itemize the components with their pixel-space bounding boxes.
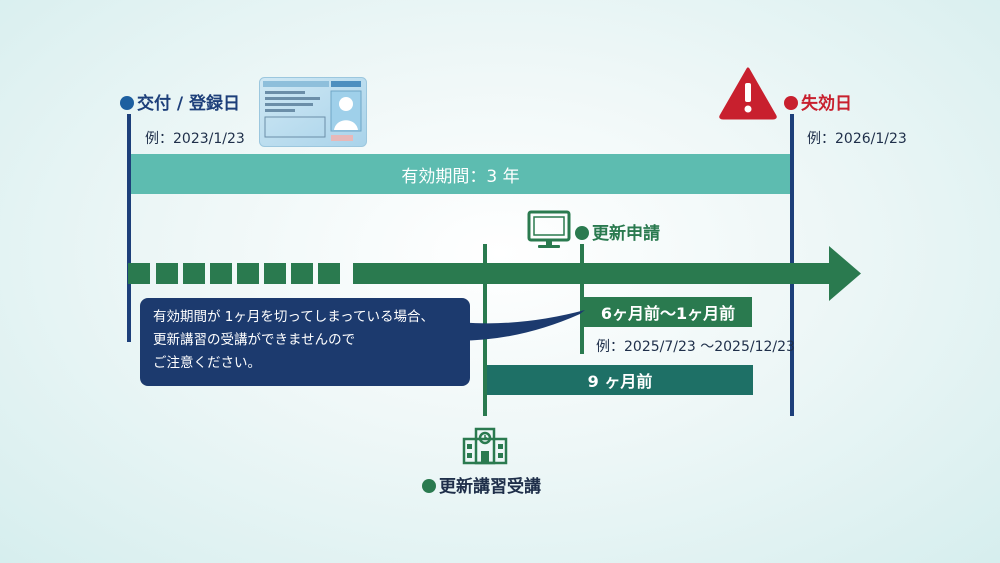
validity-period-label: 有効期間：3 年	[401, 166, 520, 187]
timeline-dash	[237, 263, 259, 284]
six-month-example: 例：2025/7/23 〜2025/12/23	[596, 339, 795, 355]
application-line	[580, 244, 584, 354]
issue-date-label: 交付 / 登録日	[120, 89, 240, 114]
validity-period-bar: 有効期間：3 年	[131, 154, 790, 194]
notice-connector	[440, 300, 590, 350]
school-icon	[462, 425, 508, 465]
notice-line: 更新講習の受講ができませんので	[153, 332, 356, 348]
timeline-dash	[210, 263, 232, 284]
warning-icon	[718, 66, 778, 120]
expiry-date-label: 失効日	[784, 89, 852, 114]
course-dot-icon	[422, 479, 436, 493]
license-card-icon	[259, 77, 367, 147]
nine-month-label: 9 ヶ月前	[587, 372, 653, 391]
renewal-course-label: 更新講習受講	[422, 472, 541, 497]
timeline-arrow	[353, 244, 863, 304]
notice-box: 有効期間が 1ヶ月を切ってしまっている場合、 更新講習の受講ができませんので ご…	[140, 298, 470, 386]
issue-date-example: 例：2023/1/23	[145, 131, 245, 147]
renewal-dot-icon	[575, 226, 589, 240]
timeline-dash	[264, 263, 286, 284]
issue-dot-icon	[120, 96, 134, 110]
renewal-application-text: 更新申請	[592, 224, 660, 244]
issue-date-line	[127, 114, 131, 342]
expiry-date-example: 例：2026/1/23	[807, 131, 907, 147]
monitor-icon	[527, 210, 571, 250]
notice-line: 有効期間が 1ヶ月を切ってしまっている場合、	[153, 309, 434, 325]
timeline-dash	[183, 263, 205, 284]
six-month-bar: 6ヶ月前〜1ヶ月前	[584, 297, 752, 327]
nine-month-bar: 9 ヶ月前	[487, 365, 753, 395]
timeline-dash	[156, 263, 178, 284]
timeline-dash	[128, 263, 150, 284]
timeline-dash	[291, 263, 313, 284]
issue-date-text: 交付 / 登録日	[137, 94, 241, 114]
renewal-application-label: 更新申請	[575, 219, 660, 244]
six-month-label: 6ヶ月前〜1ヶ月前	[600, 304, 736, 323]
expiry-dot-icon	[784, 96, 798, 110]
expiry-date-text: 失効日	[801, 94, 852, 114]
renewal-course-text: 更新講習受講	[439, 477, 541, 497]
timeline-dash	[318, 263, 340, 284]
notice-line: ご注意ください。	[153, 355, 261, 371]
